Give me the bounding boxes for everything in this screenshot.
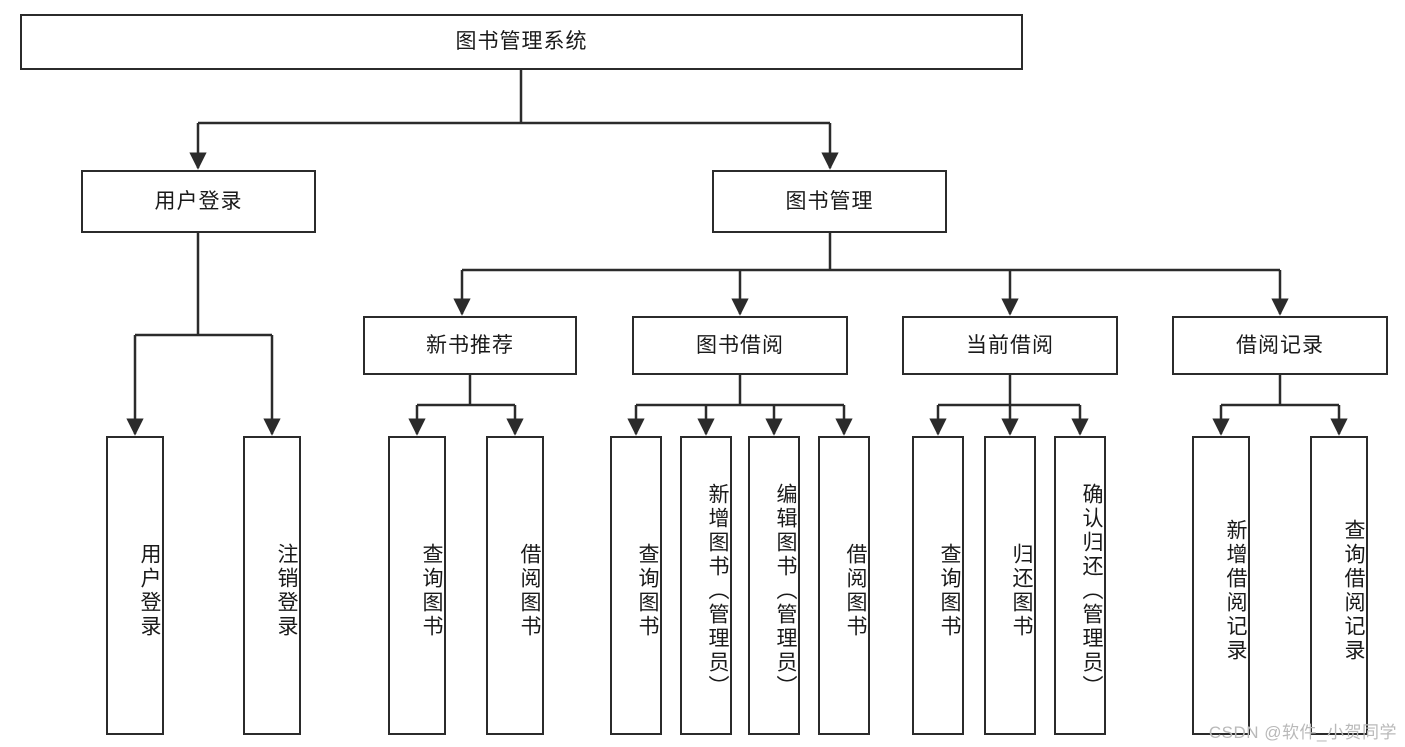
node-label: 查询图书 — [938, 542, 961, 639]
node-l-confirm[interactable]: 确认归还（管理员） — [1054, 436, 1106, 735]
node-l-b1[interactable]: 借阅图书 — [486, 436, 544, 735]
node-label: 新增图书（管理员） — [706, 482, 729, 699]
node-label: 当前借阅 — [966, 333, 1054, 357]
node-l-add[interactable]: 新增图书（管理员） — [680, 436, 732, 735]
node-l-q1[interactable]: 查询图书 — [388, 436, 446, 735]
node-l-q3[interactable]: 查询图书 — [912, 436, 964, 735]
node-label: 新增借阅记录 — [1224, 518, 1247, 663]
node-l-qrec[interactable]: 查询借阅记录 — [1310, 436, 1368, 735]
node-newrec[interactable]: 新书推荐 — [363, 316, 577, 375]
node-label: 用户登录 — [138, 542, 161, 639]
node-l-edit[interactable]: 编辑图书（管理员） — [748, 436, 800, 735]
node-borrow[interactable]: 图书借阅 — [632, 316, 848, 375]
node-login[interactable]: 用户登录 — [81, 170, 316, 233]
node-label: 查询图书 — [420, 542, 443, 639]
node-current[interactable]: 当前借阅 — [902, 316, 1118, 375]
node-label: 借阅图书 — [844, 542, 867, 639]
node-label: 借阅记录 — [1236, 333, 1324, 357]
node-l-b2[interactable]: 借阅图书 — [818, 436, 870, 735]
node-label: 编辑图书（管理员） — [774, 482, 797, 699]
node-label: 归还图书 — [1010, 542, 1033, 639]
node-label: 借阅图书 — [518, 542, 541, 639]
node-label: 新书推荐 — [426, 333, 514, 357]
watermark-label: CSDN @软件_小贺同学 — [1208, 723, 1397, 742]
node-bookmgmt[interactable]: 图书管理 — [712, 170, 947, 233]
node-l-addrec[interactable]: 新增借阅记录 — [1192, 436, 1250, 735]
node-label: 查询图书 — [636, 542, 659, 639]
node-l-userlogin[interactable]: 用户登录 — [106, 436, 164, 735]
node-label: 查询借阅记录 — [1342, 518, 1365, 663]
node-root[interactable]: 图书管理系统 — [20, 14, 1023, 70]
node-l-logout[interactable]: 注销登录 — [243, 436, 301, 735]
node-label: 注销登录 — [275, 542, 298, 639]
node-label: 图书管理 — [785, 189, 874, 213]
node-label: 用户登录 — [154, 189, 243, 213]
node-label: 图书借阅 — [696, 333, 784, 357]
node-label: 确认归还（管理员） — [1080, 482, 1103, 699]
node-l-q2[interactable]: 查询图书 — [610, 436, 662, 735]
node-l-return[interactable]: 归还图书 — [984, 436, 1036, 735]
node-label: 图书管理系统 — [455, 30, 588, 54]
node-records[interactable]: 借阅记录 — [1172, 316, 1388, 375]
